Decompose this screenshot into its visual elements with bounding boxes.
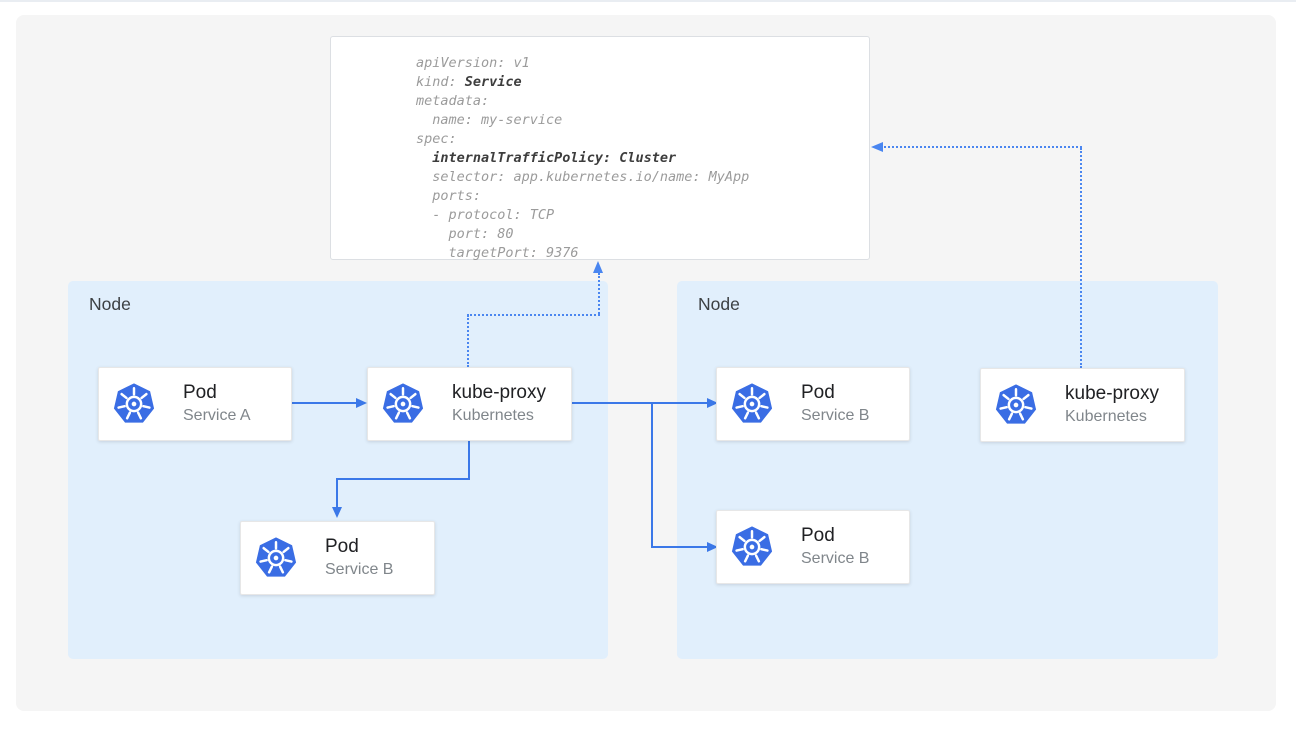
- yaml-line: selector: app.kubernetes.io/name: MyApp: [416, 169, 750, 185]
- card-title: Pod: [801, 382, 835, 403]
- dotted-kubeproxyleft-yaml-vertical1: [467, 315, 469, 367]
- node-label: Node: [89, 294, 131, 314]
- card-title: Pod: [801, 525, 835, 546]
- yaml-line: ports:: [416, 188, 482, 204]
- arrow-kubeproxy-podbleft-head: [332, 507, 342, 518]
- top-divider: [0, 0, 1296, 2]
- card-subtitle: Kubernetes: [452, 407, 534, 424]
- dotted-kubeproxyright-yaml-horizontal: [884, 146, 1082, 148]
- arrow-kubeproxy-podb2-vertical: [651, 402, 653, 547]
- node-box-right: Node Pod Service B Pod Service B: [677, 281, 1218, 659]
- yaml-line: spec:: [416, 131, 457, 147]
- kubernetes-icon: [254, 536, 298, 580]
- card-title: Pod: [183, 382, 217, 403]
- arrow-poda-kubeproxy-line: [292, 402, 358, 404]
- node-box-left: Node Pod Service A kube-proxy Kubernetes: [68, 281, 608, 659]
- yaml-line: targetPort: 9376: [416, 245, 579, 261]
- card-subtitle: Service A: [183, 407, 251, 424]
- arrow-kubeproxy-podbleft-horizontal: [336, 478, 470, 480]
- arrow-kubeproxy-podb2-head: [707, 542, 718, 552]
- dotted-kubeproxyleft-yaml-horizontal: [467, 314, 600, 316]
- pod-service-b-left-card: Pod Service B: [240, 521, 435, 595]
- card-subtitle: Service B: [801, 550, 870, 567]
- kubernetes-icon: [112, 382, 156, 426]
- yaml-line: name: my-service: [416, 112, 563, 128]
- kubernetes-icon: [994, 383, 1038, 427]
- service-yaml-panel: apiVersion: v1 kind: Service metadata: n…: [330, 36, 870, 261]
- kubernetes-icon: [381, 382, 425, 426]
- card-title: kube-proxy: [452, 382, 546, 403]
- card-title: kube-proxy: [1065, 383, 1159, 404]
- arrow-poda-kubeproxy-head: [356, 398, 367, 408]
- kubernetes-icon: [730, 525, 774, 569]
- yaml-line: internalTrafficPolicy: Cluster: [432, 150, 677, 166]
- arrow-kubeproxy-podb1-line: [572, 402, 707, 404]
- arrow-kubeproxy-podbleft-vertical2: [336, 478, 338, 507]
- dotted-kubeproxyleft-yaml-vertical2: [598, 273, 600, 314]
- kubernetes-icon: [730, 382, 774, 426]
- card-title: Pod: [325, 536, 359, 557]
- arrow-kubeproxy-podb1-head: [707, 398, 718, 408]
- yaml-line: metadata:: [416, 93, 490, 109]
- arrow-kubeproxy-podb2-line: [651, 546, 707, 548]
- kube-proxy-right-card: kube-proxy Kubernetes: [980, 368, 1185, 442]
- kube-proxy-left-card: kube-proxy Kubernetes: [367, 367, 572, 441]
- dotted-kubeproxyleft-yaml-head: [593, 261, 603, 273]
- pod-service-b-right-bottom-card: Pod Service B: [716, 510, 910, 584]
- pod-service-a-card: Pod Service A: [98, 367, 292, 441]
- card-subtitle: Service B: [325, 561, 394, 578]
- dotted-kubeproxyright-yaml-head: [871, 142, 883, 152]
- node-label: Node: [698, 294, 740, 314]
- dotted-kubeproxyright-yaml-vertical: [1080, 148, 1082, 368]
- yaml-line: port: 80: [416, 226, 514, 242]
- yaml-line: kind: Service: [416, 74, 522, 90]
- arrow-kubeproxy-podbleft-vertical1: [468, 441, 470, 479]
- card-subtitle: Kubernetes: [1065, 408, 1147, 425]
- card-subtitle: Service B: [801, 407, 870, 424]
- yaml-line: apiVersion: v1: [416, 55, 530, 71]
- yaml-line: - protocol: TCP: [416, 207, 555, 223]
- pod-service-b-right-top-card: Pod Service B: [716, 367, 910, 441]
